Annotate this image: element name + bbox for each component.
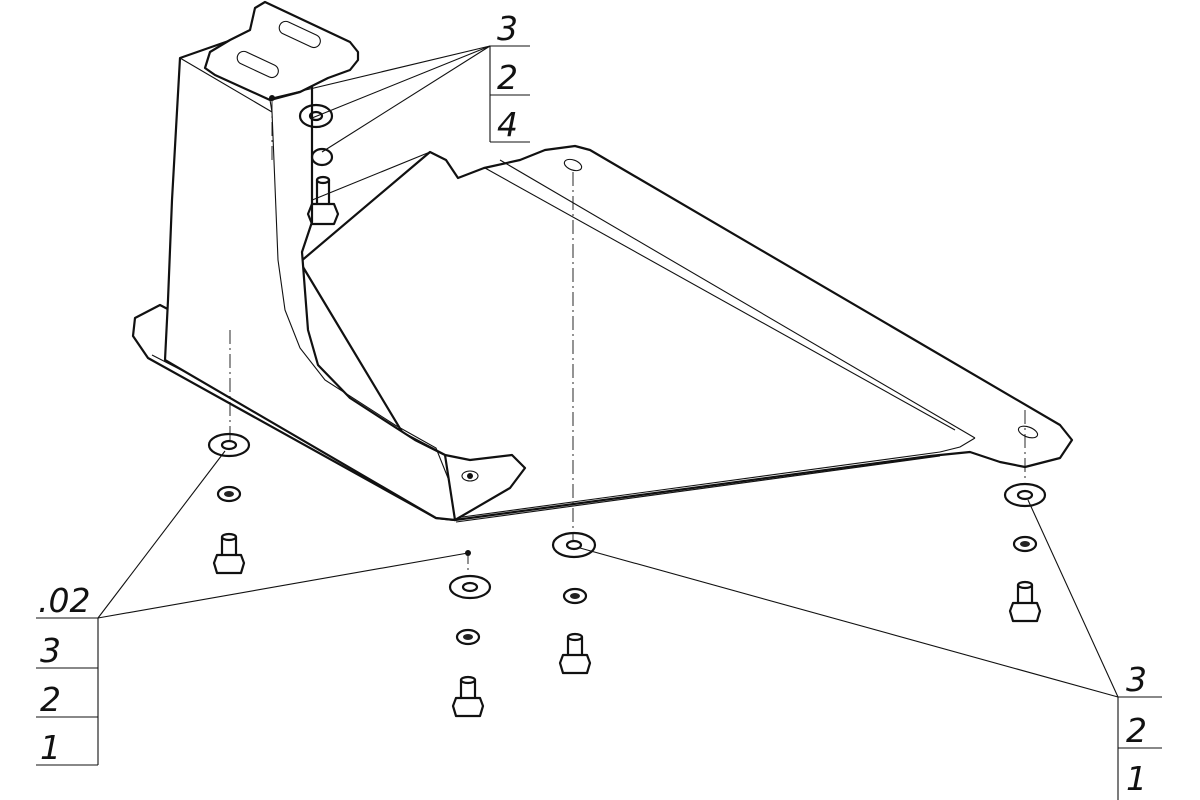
center-lines [229, 98, 1026, 572]
callout-left-row-2: 2 [40, 680, 61, 719]
fastener-stack-top [298, 103, 340, 226]
washer [1003, 482, 1047, 508]
nut [562, 587, 588, 605]
callout-left-row-3: 1 [40, 728, 61, 767]
fastener-stack-center-left [448, 574, 492, 718]
callout-top-row-1: 3 [497, 9, 518, 48]
washer [207, 432, 251, 458]
bolt [451, 675, 485, 718]
callout-left-row-1: 3 [40, 631, 61, 670]
callout-right-row-1: 3 [1126, 660, 1147, 699]
nut [1012, 535, 1038, 553]
callout-top: 3 2 4 [489, 9, 530, 144]
leader-lines [97, 45, 1119, 698]
bolt [558, 632, 592, 675]
callout-right-row-3: 1 [1126, 759, 1147, 798]
skid-plate [131, 0, 1074, 523]
nut [455, 628, 481, 646]
callout-bottom-left: .02 3 2 1 [36, 581, 99, 767]
fastener-stack-left [207, 432, 251, 575]
bolt [306, 175, 340, 226]
callout-right-row-2: 2 [1126, 711, 1147, 750]
bolt [212, 532, 246, 575]
callout-top-row-3: 4 [497, 105, 518, 144]
washer [298, 103, 334, 129]
fastener-stack-right [1003, 482, 1047, 623]
washer [448, 574, 492, 600]
callout-top-row-2: 2 [497, 58, 518, 97]
fastener-stack-center-right [551, 531, 597, 675]
callout-bottom-right: 3 2 1 [1117, 660, 1162, 800]
nut [310, 147, 334, 167]
callout-left-header: .02 [38, 581, 90, 620]
washer [551, 531, 597, 559]
nut [216, 485, 242, 503]
bolt [1008, 580, 1042, 623]
